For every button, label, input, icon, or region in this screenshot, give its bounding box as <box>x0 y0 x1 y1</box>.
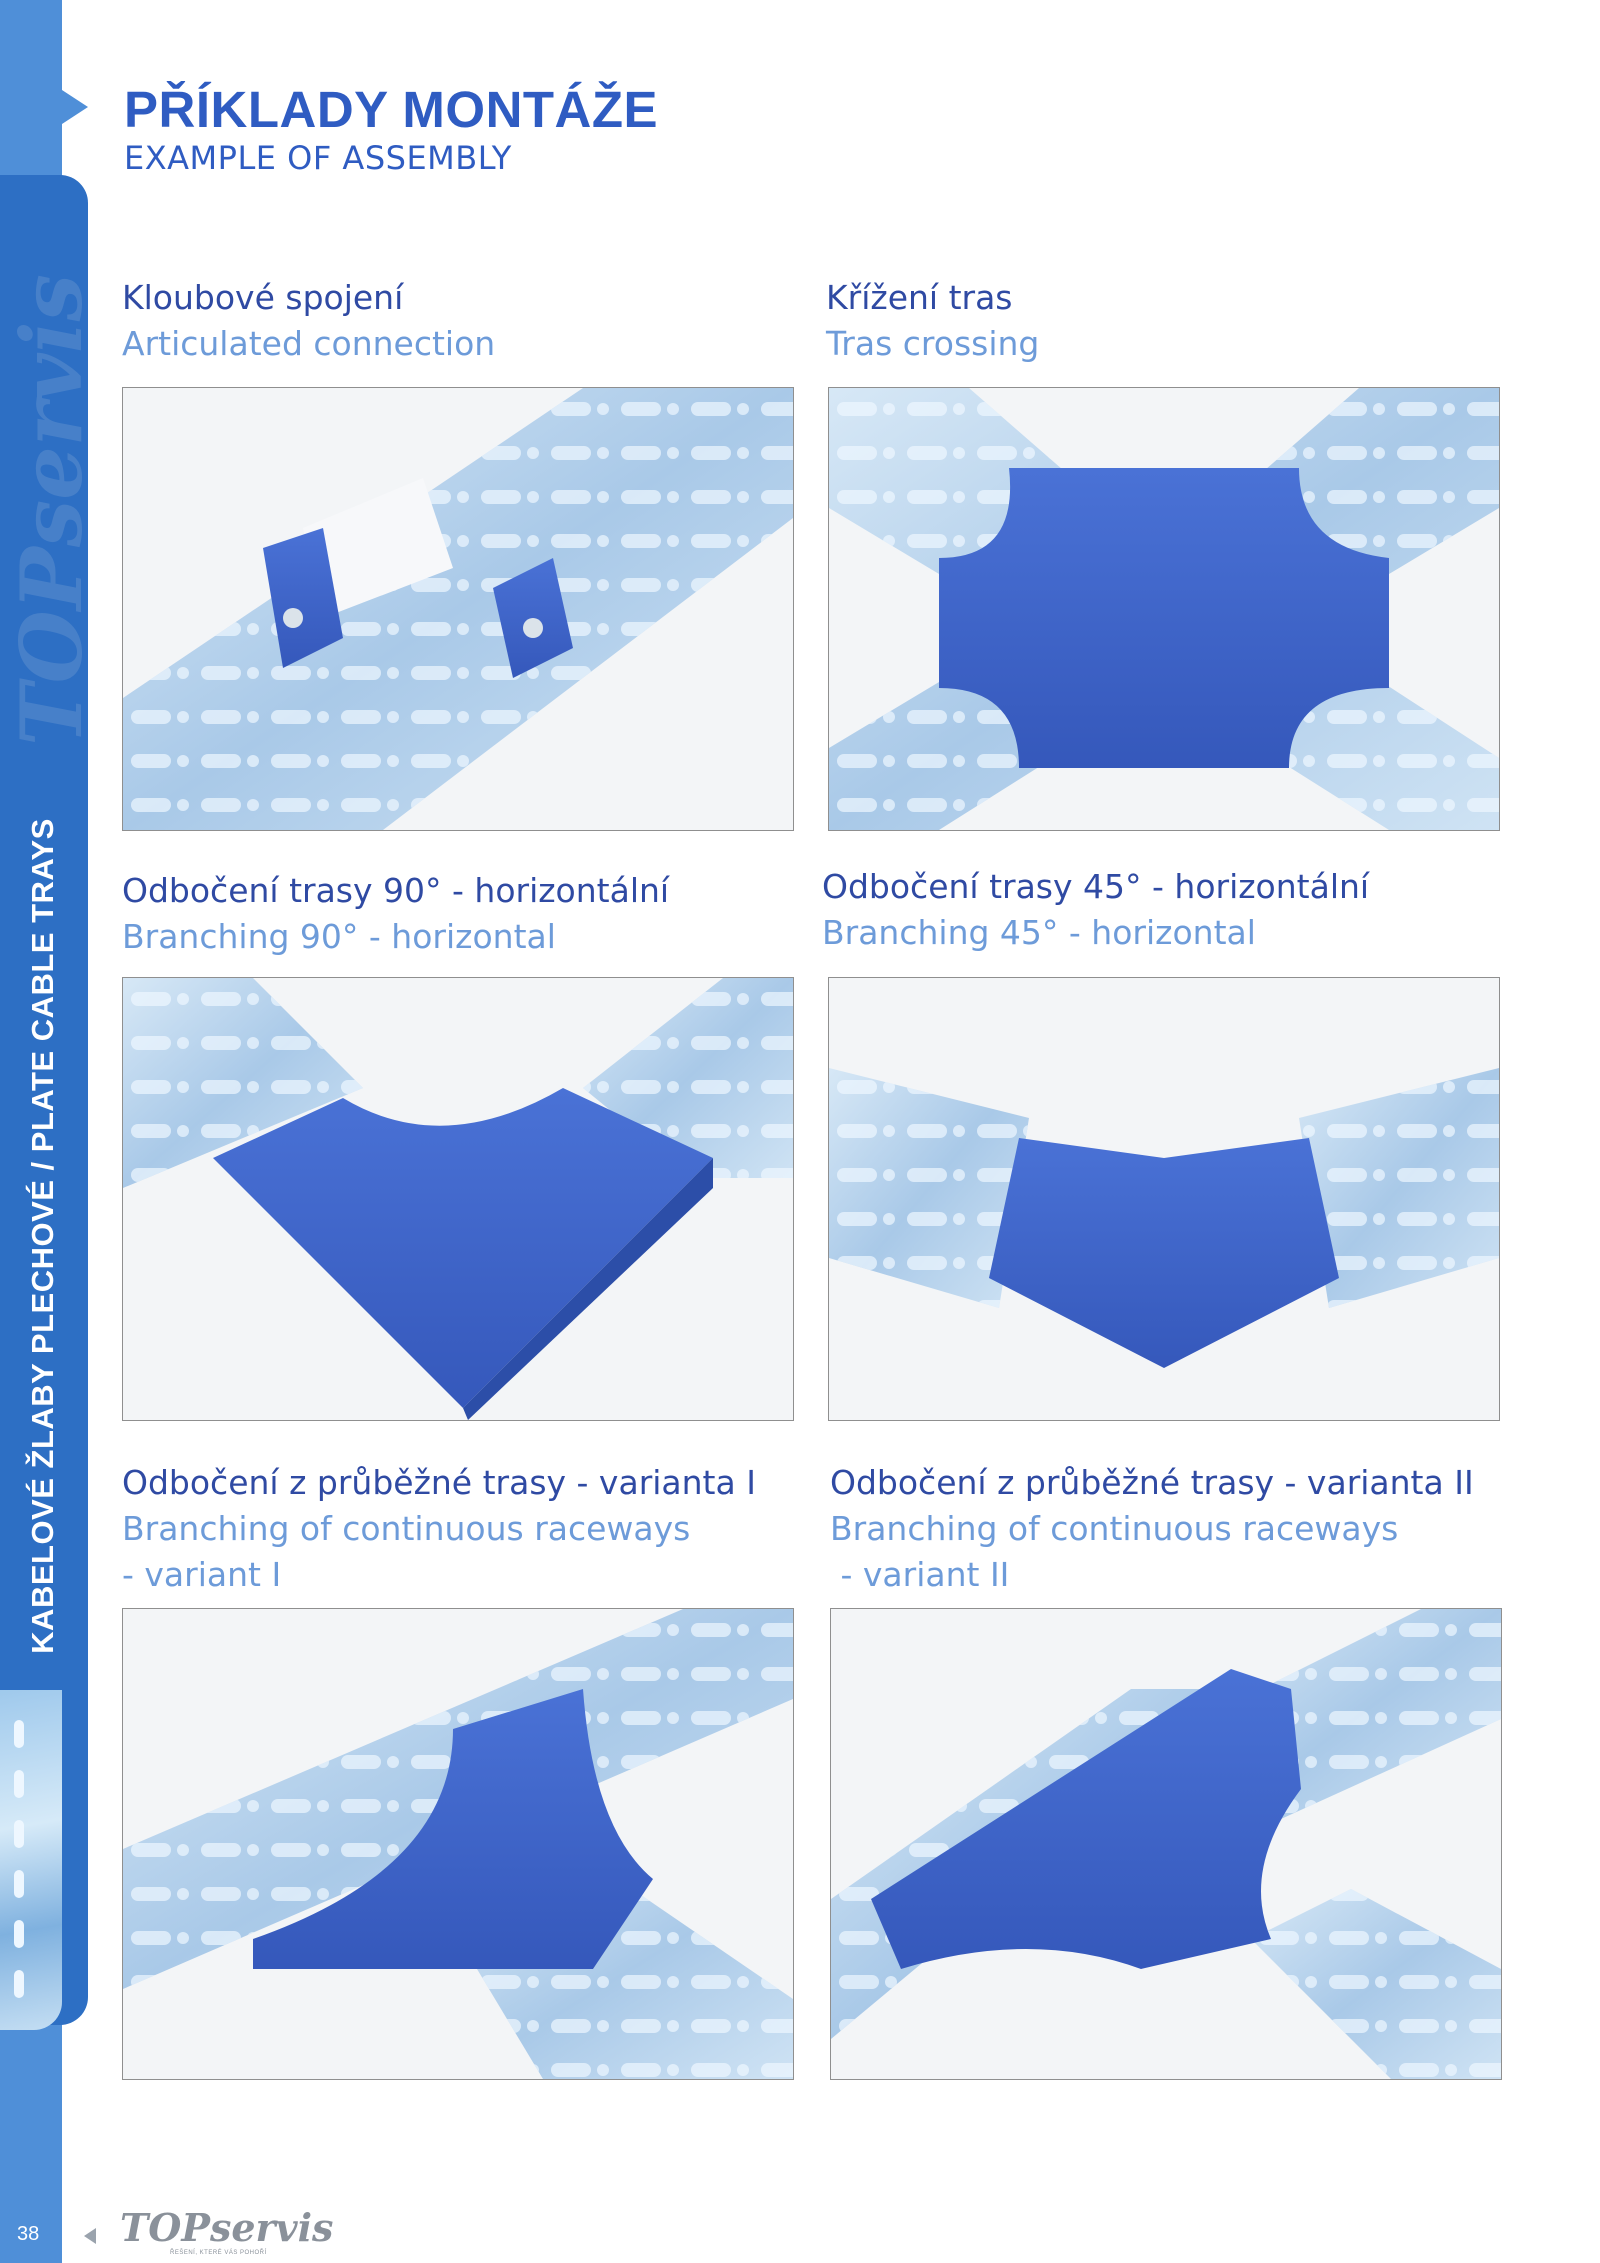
page-subtitle: EXAMPLE OF ASSEMBLY <box>124 139 512 177</box>
caption-en: Branching of continuous raceways <box>830 1509 1399 1548</box>
caption-articulated: Kloubové spojení Articulated connection <box>122 275 495 367</box>
caption-branch-90: Odbočení trasy 90° - horizontální Branch… <box>122 868 669 960</box>
caption-cz: Odbočení z průběžné trasy - varianta I <box>122 1463 756 1502</box>
caption-en: Branching of continuous raceways <box>122 1509 691 1548</box>
footer-tagline: ŘEŠENÍ, KTERÉ VÁS POHOŘÍ <box>170 2250 267 2256</box>
caption-cz: Odbočení trasy 45° - horizontální <box>822 867 1370 906</box>
caption-en-line2: - variant I <box>122 1555 282 1594</box>
section-title: KABELOVÉ ŽLABY PLECHOVÉ / PLATE CABLE TR… <box>25 818 60 1654</box>
caption-en: Branching 45° - horizontal <box>822 913 1256 952</box>
caption-branch-variant-1: Odbočení z průběžné trasy - varianta I B… <box>122 1460 756 1598</box>
image-branching-variant-2 <box>830 1608 1502 2080</box>
image-articulated-connection <box>122 387 794 831</box>
caption-en: Branching 90° - horizontal <box>122 917 556 956</box>
caption-branch-variant-2: Odbočení z průběžné trasy - varianta II … <box>830 1460 1474 1598</box>
footer-logo: TOPservis <box>120 2205 334 2250</box>
caption-cz: Odbočení trasy 90° - horizontální <box>122 871 670 910</box>
caption-cz: Křížení tras <box>826 278 1013 317</box>
page-number: 38 <box>17 2223 40 2245</box>
caption-en: Tras crossing <box>826 324 1040 363</box>
caption-cz: Kloubové spojení <box>122 278 404 317</box>
caption-branch-45: Odbočení trasy 45° - horizontální Branch… <box>822 864 1369 956</box>
page-title: PŘÍKLADY MONTÁŽE <box>124 81 659 138</box>
footer-arrow-icon <box>84 2228 96 2244</box>
caption-en-line2: - variant II <box>830 1555 1010 1594</box>
image-branching-90 <box>122 977 794 1421</box>
image-branching-45 <box>828 977 1500 1421</box>
image-tras-crossing <box>828 387 1500 831</box>
caption-cz: Odbočení z průběžné trasy - varianta II <box>830 1463 1474 1502</box>
header-arrow-icon <box>62 90 88 124</box>
caption-en: Articulated connection <box>122 324 496 363</box>
caption-crossing: Křížení tras Tras crossing <box>826 275 1039 367</box>
side-tray-photo <box>0 1690 62 2030</box>
image-branching-variant-1 <box>122 1608 794 2080</box>
